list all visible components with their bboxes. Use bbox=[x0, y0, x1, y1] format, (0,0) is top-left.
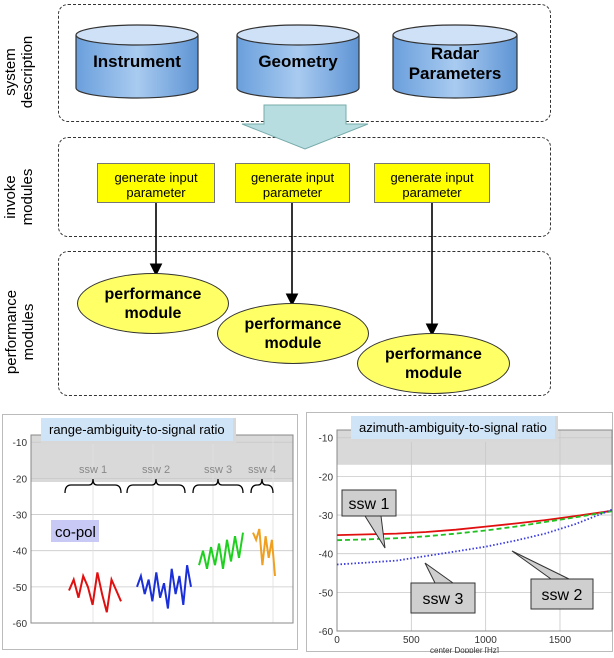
y-tick-label: -10 bbox=[13, 438, 28, 449]
cylinder-radar-parameters bbox=[392, 24, 518, 99]
performance-module-1: performance module bbox=[77, 273, 229, 334]
performance-module-2-label: performance module bbox=[244, 315, 342, 352]
co-pol-box bbox=[51, 520, 99, 542]
swath-label: ssw 3 bbox=[204, 464, 232, 476]
input-box-1: generate input parameter bbox=[97, 163, 215, 203]
swath-label: ssw 2 bbox=[142, 464, 170, 476]
performance-modules-box bbox=[58, 251, 551, 396]
co-pol-label: co-pol bbox=[55, 524, 96, 541]
callout-pointer bbox=[511, 550, 570, 580]
callout: ssw 1 bbox=[341, 489, 397, 549]
performance-module-3: performance module bbox=[357, 333, 510, 394]
callout-pointer bbox=[424, 562, 455, 584]
callout-box bbox=[341, 489, 397, 517]
y-tick-label: -40 bbox=[319, 550, 334, 561]
series-line bbox=[136, 565, 192, 609]
range-ambiguity-chart-svg: -10 -20 -30 -40 -50 -60 ssw 1 ssw 2 ssw 3 ssw 4 co… bbox=[13, 434, 294, 630]
cylinder-label-instrument: Instrument bbox=[93, 52, 181, 71]
x-tick-label: 0 bbox=[334, 635, 340, 646]
callout-pointer bbox=[364, 515, 386, 549]
series-line bbox=[68, 572, 122, 613]
y-tick-label: -30 bbox=[319, 511, 334, 522]
y-tick-label: -40 bbox=[13, 547, 28, 558]
range-ambiguity-chart: -10 -20 -30 -40 -50 -60 ssw 1 ssw 2 ssw 3 ssw 4 co… bbox=[2, 414, 298, 650]
x-tick-label: 1500 bbox=[549, 635, 572, 646]
y-tick-label: -60 bbox=[319, 627, 334, 638]
series-line bbox=[252, 528, 276, 577]
x-tick-label: 1000 bbox=[475, 635, 498, 646]
cylinder-label-geometry: Geometry bbox=[258, 52, 338, 71]
callout: ssw 3 bbox=[410, 562, 476, 614]
y-tick-label: -50 bbox=[319, 588, 334, 599]
swath-brace bbox=[250, 478, 274, 494]
azimuth-chart-title: azimuth-ambiguity-to-signal ratio bbox=[351, 416, 558, 442]
big-down-arrow bbox=[241, 104, 369, 150]
y-tick-label: -60 bbox=[13, 619, 28, 630]
callout-box bbox=[530, 578, 594, 610]
y-tick-label: -10 bbox=[319, 434, 334, 445]
input-box-2: generate input parameter bbox=[235, 163, 350, 203]
x-tick-label: 500 bbox=[403, 635, 420, 646]
callout-label: ssw 3 bbox=[423, 591, 464, 608]
callout: ssw 2 bbox=[511, 550, 594, 610]
azimuth-ambiguity-chart-svg: -10 -20 -30 -40 -50 -600 500 1000 1500 center Dop… bbox=[319, 429, 613, 655]
y-tick-label: -20 bbox=[319, 472, 334, 483]
callout-label: ssw 1 bbox=[349, 496, 390, 513]
callout-label: ssw 2 bbox=[542, 587, 583, 604]
performance-module-2: performance module bbox=[217, 303, 369, 364]
performance-module-3-label: performance module bbox=[385, 345, 482, 382]
series-line bbox=[198, 532, 244, 570]
swath-label: ssw 1 bbox=[79, 464, 107, 476]
y-tick-label: -20 bbox=[13, 474, 28, 485]
swath-brace bbox=[126, 478, 186, 494]
y-tick-label: -50 bbox=[13, 583, 28, 594]
diagram-graphics bbox=[75, 24, 518, 337]
input-box-3: generate input parameter bbox=[374, 163, 490, 203]
performance-module-1-label: performance module bbox=[104, 285, 202, 322]
cylinder-instrument bbox=[75, 24, 199, 99]
callout-box bbox=[410, 582, 476, 614]
range-chart-title: range-ambiguity-to-signal ratio bbox=[41, 418, 236, 444]
x-axis-label: center Doppler [Hz] bbox=[430, 646, 499, 653]
y-tick-label: -30 bbox=[13, 511, 28, 522]
swath-brace bbox=[64, 478, 122, 494]
swath-brace bbox=[192, 478, 244, 494]
cylinder-geometry bbox=[236, 24, 360, 99]
swath-label: ssw 4 bbox=[248, 464, 276, 476]
cylinder-label-radar: Radar Parameters bbox=[408, 44, 502, 83]
